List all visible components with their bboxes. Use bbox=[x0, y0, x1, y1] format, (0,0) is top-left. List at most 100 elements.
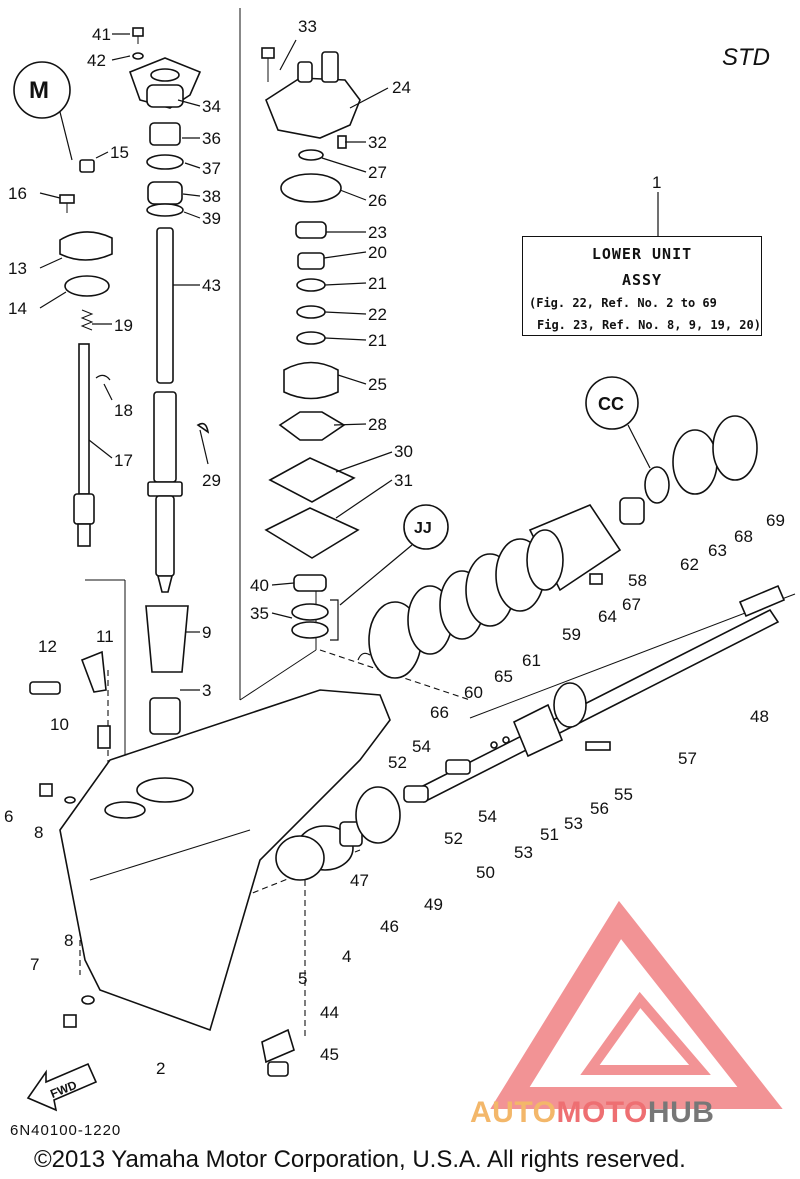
assembly-note-box: LOWER UNIT ASSY (Fig. 22, Ref. No. 2 to … bbox=[522, 236, 762, 336]
sealant-cc-badge: CC bbox=[585, 376, 651, 469]
pin-55 bbox=[585, 741, 611, 751]
watermark-hub: HUB bbox=[647, 1096, 715, 1129]
nut-45 bbox=[267, 1061, 289, 1077]
callout-55: 55 bbox=[614, 785, 633, 804]
ball-51 bbox=[490, 741, 498, 749]
diagram-code: 6N40100-1220 bbox=[10, 1122, 122, 1139]
svg-text:JJ: JJ bbox=[414, 520, 432, 537]
retainer-13 bbox=[59, 231, 113, 261]
callout-25: 25 bbox=[368, 375, 387, 394]
dowel-32 bbox=[337, 135, 347, 149]
watermark-moto: MOTO bbox=[556, 1096, 648, 1129]
callout-58: 58 bbox=[628, 571, 647, 590]
callout-15: 15 bbox=[110, 143, 129, 162]
impeller-28 bbox=[278, 411, 346, 441]
callout-20: 20 bbox=[368, 243, 387, 262]
spring-57 bbox=[553, 682, 587, 728]
clutch-56 bbox=[512, 703, 564, 758]
washer-37 bbox=[146, 154, 184, 170]
callout-62: 62 bbox=[680, 555, 699, 574]
callout-18: 18 bbox=[114, 401, 133, 420]
bolt-41 bbox=[132, 27, 144, 60]
screw-12 bbox=[29, 681, 61, 695]
bolt-10 bbox=[97, 725, 111, 749]
callout-66: 66 bbox=[430, 703, 449, 722]
callout-4: 4 bbox=[342, 947, 351, 966]
watermark-wordmark: AUTOMOTOHUB bbox=[470, 1096, 714, 1130]
impeller-housing-25 bbox=[283, 361, 339, 400]
assembly-subtitle: ASSY bbox=[621, 271, 663, 289]
callout-2: 2 bbox=[156, 1059, 165, 1078]
callout-33: 33 bbox=[298, 17, 317, 36]
callout-53-b: 53 bbox=[514, 843, 533, 862]
callout-7: 7 bbox=[30, 955, 39, 974]
callout-35: 35 bbox=[250, 604, 269, 623]
plate-30 bbox=[268, 457, 356, 503]
callout-49: 49 bbox=[424, 895, 443, 914]
callout-10: 10 bbox=[50, 715, 69, 734]
callout-39: 39 bbox=[202, 209, 221, 228]
ball-53a bbox=[502, 736, 510, 744]
drive-shaft-43 bbox=[147, 227, 183, 593]
watermark-auto: AUTO bbox=[470, 1096, 557, 1129]
callout-64: 64 bbox=[598, 607, 617, 626]
callout-57: 57 bbox=[678, 749, 697, 768]
callout-32: 32 bbox=[368, 133, 387, 152]
svg-text:CC: CC bbox=[598, 394, 624, 414]
callout-34: 34 bbox=[202, 97, 221, 116]
callout-29: 29 bbox=[202, 471, 221, 490]
callout-69: 69 bbox=[766, 511, 785, 530]
callout-22: 22 bbox=[368, 305, 387, 324]
copyright-notice: ©2013 Yamaha Motor Corporation, U.S.A. A… bbox=[34, 1146, 686, 1173]
callout-52-b: 52 bbox=[444, 829, 463, 848]
callout-1: 1 bbox=[652, 173, 661, 192]
bolt-7 bbox=[63, 1014, 77, 1028]
water-pump-housing-24 bbox=[265, 51, 361, 139]
pinion-46 bbox=[355, 786, 401, 844]
oil-seal-housing-34 bbox=[128, 57, 202, 109]
callout-17: 17 bbox=[114, 451, 133, 470]
callout-30: 30 bbox=[394, 442, 413, 461]
o-ring-27 bbox=[298, 149, 324, 161]
callout-47: 47 bbox=[350, 871, 369, 890]
callout-13: 13 bbox=[8, 259, 27, 278]
callout-52-a: 52 bbox=[388, 753, 407, 772]
callout-54-a: 54 bbox=[412, 737, 431, 756]
callout-56: 56 bbox=[590, 799, 609, 818]
callout-41: 41 bbox=[92, 25, 111, 44]
callout-53-a: 53 bbox=[564, 814, 583, 833]
bushing-15 bbox=[79, 159, 95, 173]
callout-59: 59 bbox=[562, 625, 581, 644]
callout-26: 26 bbox=[368, 191, 387, 210]
insert-23 bbox=[295, 221, 327, 239]
callout-28: 28 bbox=[368, 415, 387, 434]
callout-54-b: 54 bbox=[478, 807, 497, 826]
lower-case-2 bbox=[59, 689, 391, 1032]
washer-8a bbox=[64, 796, 76, 804]
callout-6: 6 bbox=[4, 807, 13, 826]
assembly-ref-line-1: (Fig. 22, Ref. No. 2 to 69 bbox=[529, 296, 717, 310]
sealant-jj-badge: JJ bbox=[339, 504, 449, 606]
clip-18 bbox=[95, 374, 111, 381]
callout-5: 5 bbox=[298, 969, 307, 988]
cross-pin-50 bbox=[445, 759, 471, 775]
bolt-16 bbox=[59, 194, 75, 213]
shim-5 bbox=[275, 835, 325, 881]
seal-35a bbox=[291, 603, 329, 621]
callout-16: 16 bbox=[8, 184, 27, 203]
oil-seal-38 bbox=[147, 181, 183, 205]
o-ring-14 bbox=[64, 275, 110, 297]
callout-21-a: 21 bbox=[368, 274, 387, 293]
callout-27: 27 bbox=[368, 163, 387, 182]
hose-11 bbox=[80, 650, 107, 693]
assembly-title: LOWER UNIT bbox=[591, 245, 693, 263]
callout-61: 61 bbox=[522, 651, 541, 670]
callout-31: 31 bbox=[394, 471, 413, 490]
marine-grease-m-badge: M bbox=[13, 61, 73, 161]
callout-43: 43 bbox=[202, 276, 221, 295]
callout-48: 48 bbox=[750, 707, 769, 726]
key-29 bbox=[196, 422, 210, 434]
ring-nut-69 bbox=[712, 415, 758, 481]
callout-42: 42 bbox=[87, 51, 106, 70]
